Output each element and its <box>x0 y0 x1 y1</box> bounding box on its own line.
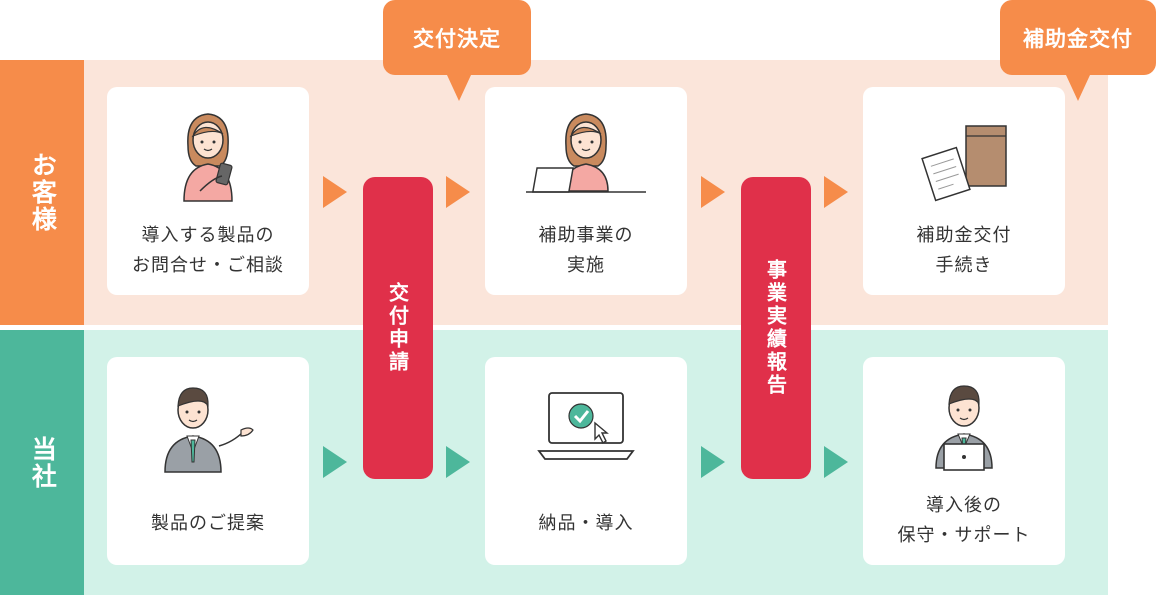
card-project-execution: 補助事業の 実施 <box>485 87 687 295</box>
step-label: 事業実績報告 <box>763 259 788 397</box>
step-grant-application: 交付申請 <box>363 177 433 479</box>
flow-arrow-right-icon <box>824 176 848 208</box>
documents-envelope-icon <box>904 101 1024 211</box>
card-product-inquiry: 導入する製品の お問合せ・ご相談 <box>107 87 309 295</box>
woman-smartphone-icon <box>148 101 268 211</box>
flow-arrow-right-icon <box>701 446 725 478</box>
card-label: 製品のご提案 <box>151 513 265 534</box>
flow-arrow-right-icon <box>446 446 470 478</box>
businessman-presenting-icon <box>148 371 268 481</box>
card-product-proposal: 製品のご提案 <box>107 357 309 565</box>
step-label: 交付申請 <box>385 282 410 374</box>
company-lane-label: 当社 <box>0 330 84 595</box>
woman-laptop-icon <box>526 101 646 211</box>
card-label: 補助金交付 手続き <box>916 225 1012 276</box>
card-label: 補助事業の 実施 <box>538 225 634 276</box>
grant-decision-label: 交付決定 <box>413 26 501 51</box>
flow-arrow-right-icon <box>824 446 848 478</box>
card-label: 導入する製品の お問合せ・ご相談 <box>132 225 284 276</box>
flow-arrow-right-icon <box>323 176 347 208</box>
card-grant-procedure: 補助金交付 手続き <box>863 87 1065 295</box>
subsidy-grant-label: 補助金交付 <box>1023 26 1133 51</box>
step-performance-report: 事業実績報告 <box>741 177 811 479</box>
card-label: 導入後の 保守・サポート <box>897 495 1031 546</box>
grant-decision-bubble: 交付決定 <box>383 0 531 101</box>
support-staff-laptop-icon <box>904 371 1024 481</box>
flow-arrow-right-icon <box>323 446 347 478</box>
bubble-tail <box>447 75 471 101</box>
card-maintenance-support: 導入後の 保守・サポート <box>863 357 1065 565</box>
flow-arrow-right-icon <box>446 176 470 208</box>
flow-arrow-right-icon <box>701 176 725 208</box>
card-delivery-installation: 納品・導入 <box>485 357 687 565</box>
customer-lane-label: お客様 <box>0 60 84 325</box>
bubble-tail <box>1066 75 1090 101</box>
laptop-check-icon <box>526 371 646 481</box>
subsidy-grant-bubble: 補助金交付 <box>1000 0 1156 101</box>
card-label: 納品・導入 <box>538 513 634 534</box>
